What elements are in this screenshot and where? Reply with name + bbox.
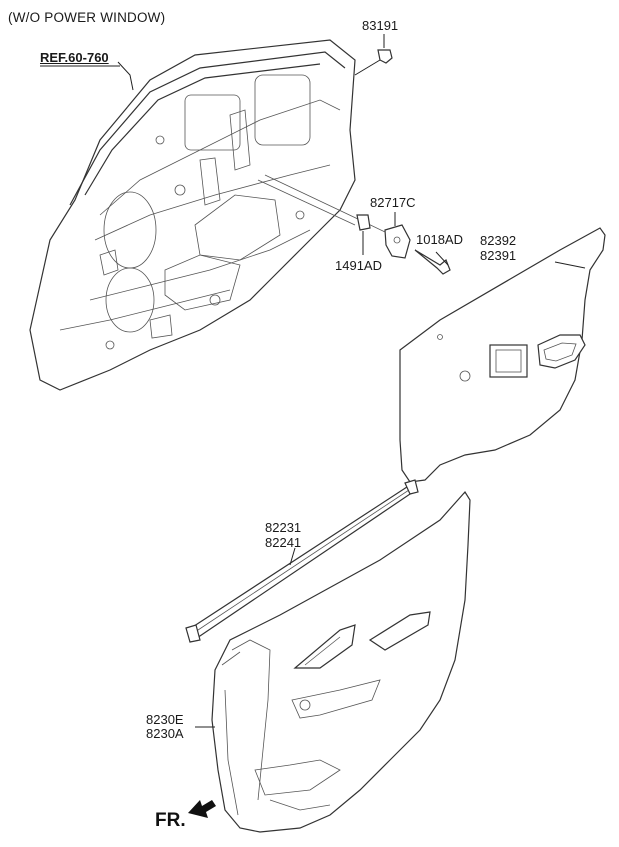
part-label-82392: 82392 (480, 233, 517, 248)
clip-83191-part (354, 34, 393, 76)
part-label-8230e: 8230E (146, 712, 184, 727)
weatherstrip-82231-part (185, 479, 419, 643)
part-label-82241: 82241 (265, 535, 302, 550)
part-label-83191: 83191 (362, 18, 399, 33)
reference-link[interactable]: REF.60-760 (40, 50, 109, 65)
part-label-1018ad: 1018AD (416, 232, 463, 247)
part-label-8230a: 8230A (146, 726, 184, 741)
part-label-82231: 82231 (265, 520, 302, 535)
diagram-title: (W/O POWER WINDOW) (8, 10, 166, 25)
trim-separator-82391-part (399, 227, 606, 483)
front-direction-arrow-icon (188, 800, 216, 818)
door-trim-panel-8230a-part (195, 491, 471, 833)
screw-1018ad-part (414, 249, 451, 275)
clip-1491ad-part (356, 214, 371, 255)
door-frame-illustration (29, 39, 356, 391)
ref-leader-line (117, 61, 134, 91)
front-direction-label: FR. (155, 810, 186, 831)
part-label-82717c: 82717C (370, 195, 416, 210)
part-label-82391: 82391 (480, 248, 517, 263)
part-label-1491ad: 1491AD (335, 258, 382, 273)
bracket-82717c-part (257, 174, 411, 259)
